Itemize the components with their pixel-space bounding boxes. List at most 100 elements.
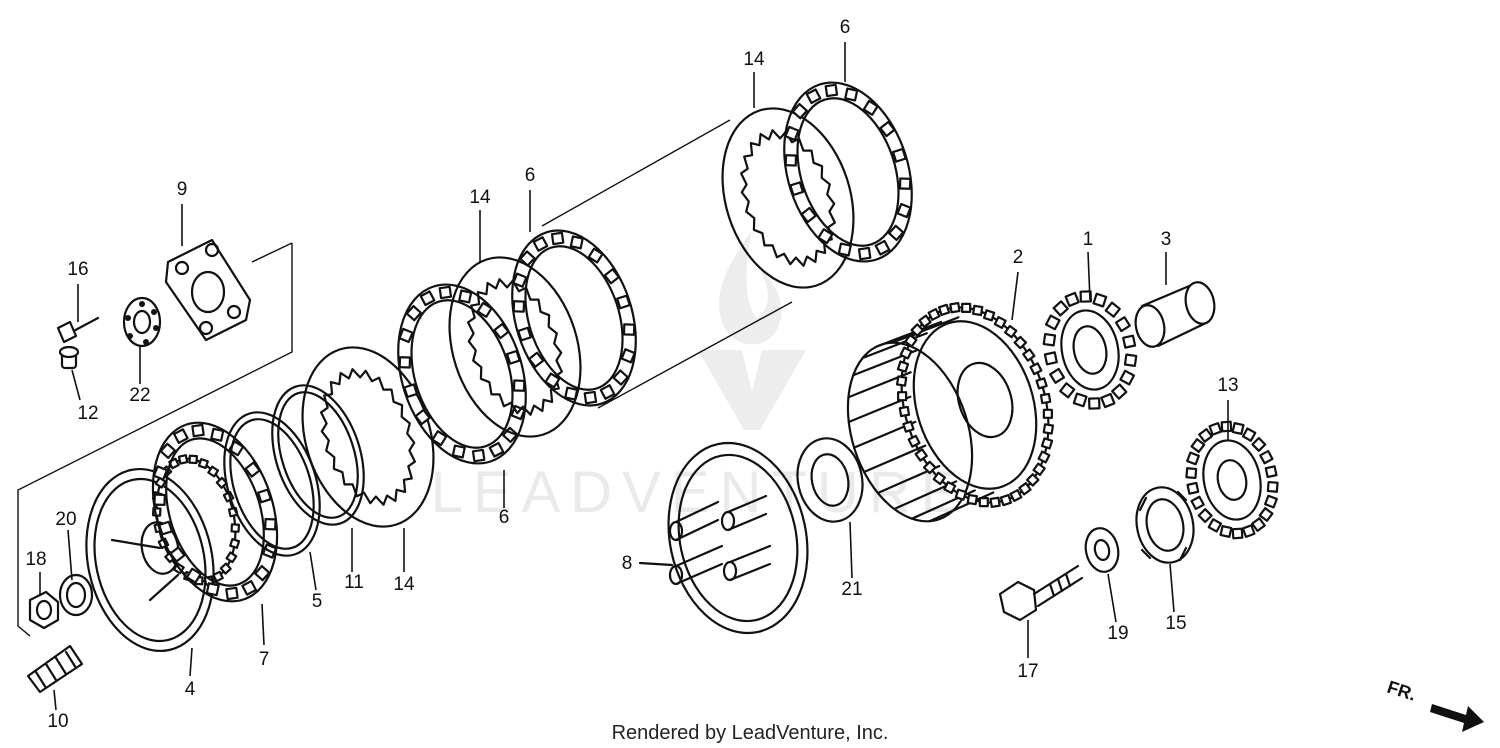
friction-tab — [844, 87, 859, 102]
friction-tab — [185, 567, 202, 584]
friction-tab — [205, 582, 220, 597]
friction-tab — [519, 250, 536, 267]
gear-tooth — [1087, 397, 1101, 410]
part-8-pressure-plate — [638, 441, 809, 635]
callout-12: 12 — [77, 403, 98, 424]
friction-tab — [896, 202, 912, 219]
friction-tab — [512, 272, 528, 288]
gear-tooth — [961, 302, 972, 313]
callout-8: 8 — [622, 553, 633, 574]
gear-tooth — [225, 551, 238, 564]
gear-tooth — [982, 309, 996, 322]
part-1-primary-gear — [1042, 290, 1138, 410]
friction-tab — [471, 448, 486, 463]
friction-tab — [791, 102, 809, 120]
part-20-washer — [58, 573, 94, 617]
friction-tab — [862, 99, 879, 116]
gear-tooth — [1032, 462, 1046, 476]
friction-tab — [620, 348, 636, 364]
callout-11: 11 — [344, 572, 364, 593]
friction-tab — [874, 239, 891, 256]
friction-tab — [789, 181, 805, 197]
friction-tab — [398, 356, 412, 369]
friction-tab — [512, 300, 526, 313]
callout-1: 1 — [1083, 229, 1094, 250]
friction-tab — [622, 323, 636, 336]
gear-tooth — [215, 476, 228, 489]
part-14-clutch-plate-middle — [448, 256, 582, 438]
gear-tooth — [895, 375, 908, 387]
friction-tab — [805, 88, 822, 105]
friction-tab — [528, 351, 545, 368]
callout-6-lower: 6 — [499, 507, 510, 528]
callout-22: 22 — [129, 385, 150, 406]
friction-tab — [587, 247, 604, 264]
gear-tooth — [1042, 423, 1055, 435]
friction-tab — [414, 408, 431, 426]
friction-tab — [458, 289, 473, 304]
callouts: 6 14 6 14 9 16 22 12 2 1 3 13 6 11 14 5 … — [25, 17, 1238, 732]
friction-tab — [451, 444, 466, 459]
gear-tooth — [904, 334, 918, 348]
callout-2: 2 — [1013, 247, 1024, 268]
gear-tooth — [927, 307, 941, 321]
gear-tooth — [897, 391, 908, 402]
gear-tooth — [899, 346, 913, 360]
gear-tooth — [1258, 507, 1274, 522]
friction-tab — [784, 125, 800, 142]
friction-tab — [254, 564, 271, 582]
friction-tab — [612, 369, 629, 386]
friction-tab — [153, 493, 166, 507]
friction-tab — [800, 206, 817, 224]
credit-text: Rendered by LeadVenture, Inc. — [612, 722, 889, 744]
gear-tooth — [1251, 436, 1267, 452]
gear-tooth — [1264, 494, 1278, 509]
callout-13: 13 — [1217, 375, 1238, 396]
gear-tooth — [1029, 362, 1043, 376]
friction-tab — [438, 285, 453, 300]
part-18-nut — [28, 590, 60, 630]
friction-tab — [152, 465, 169, 481]
friction-tab — [191, 423, 205, 438]
part-4-clutch-outer — [85, 454, 241, 653]
friction-tab — [569, 235, 584, 250]
callout-14-middle: 14 — [469, 187, 491, 208]
gear-tooth — [1042, 333, 1057, 347]
gear-tooth — [993, 315, 1007, 329]
callout-19: 19 — [1107, 623, 1128, 644]
part-6-friction-disc-middle — [511, 229, 637, 407]
gear-tooth — [1220, 420, 1233, 433]
gear-tooth — [902, 420, 915, 433]
friction-tab — [488, 441, 505, 458]
friction-tab — [405, 304, 423, 322]
assembly-outline — [17, 119, 793, 637]
callout-9: 9 — [177, 179, 188, 200]
gear-tooth — [188, 454, 198, 465]
gear-tooth — [932, 471, 946, 486]
gear-tooth — [922, 460, 937, 475]
gear-tooth — [1092, 292, 1108, 308]
gear-tooth — [910, 323, 924, 337]
part-6-friction-disc-upper — [783, 81, 913, 263]
gear-tooth — [943, 481, 957, 495]
gear-tooth — [937, 303, 951, 317]
friction-tab — [817, 228, 834, 245]
friction-tab — [837, 242, 852, 257]
gear-tooth — [1186, 481, 1200, 495]
friction-tab — [784, 154, 798, 167]
friction-tab — [857, 246, 872, 261]
friction-tab — [210, 427, 225, 442]
gear-tooth — [1044, 314, 1061, 331]
friction-tab — [159, 442, 176, 460]
gear-tooth — [1049, 367, 1066, 384]
gear-tooth — [1013, 335, 1028, 350]
gear-tooth — [949, 302, 961, 314]
callout-21: 21 — [841, 579, 862, 600]
friction-tab — [419, 290, 436, 307]
gear-tooth — [1079, 290, 1093, 303]
part-15-lock-plate — [1135, 486, 1195, 564]
friction-tab — [505, 349, 521, 365]
gear-tooth — [1231, 527, 1244, 540]
gear-tooth — [1040, 437, 1054, 450]
